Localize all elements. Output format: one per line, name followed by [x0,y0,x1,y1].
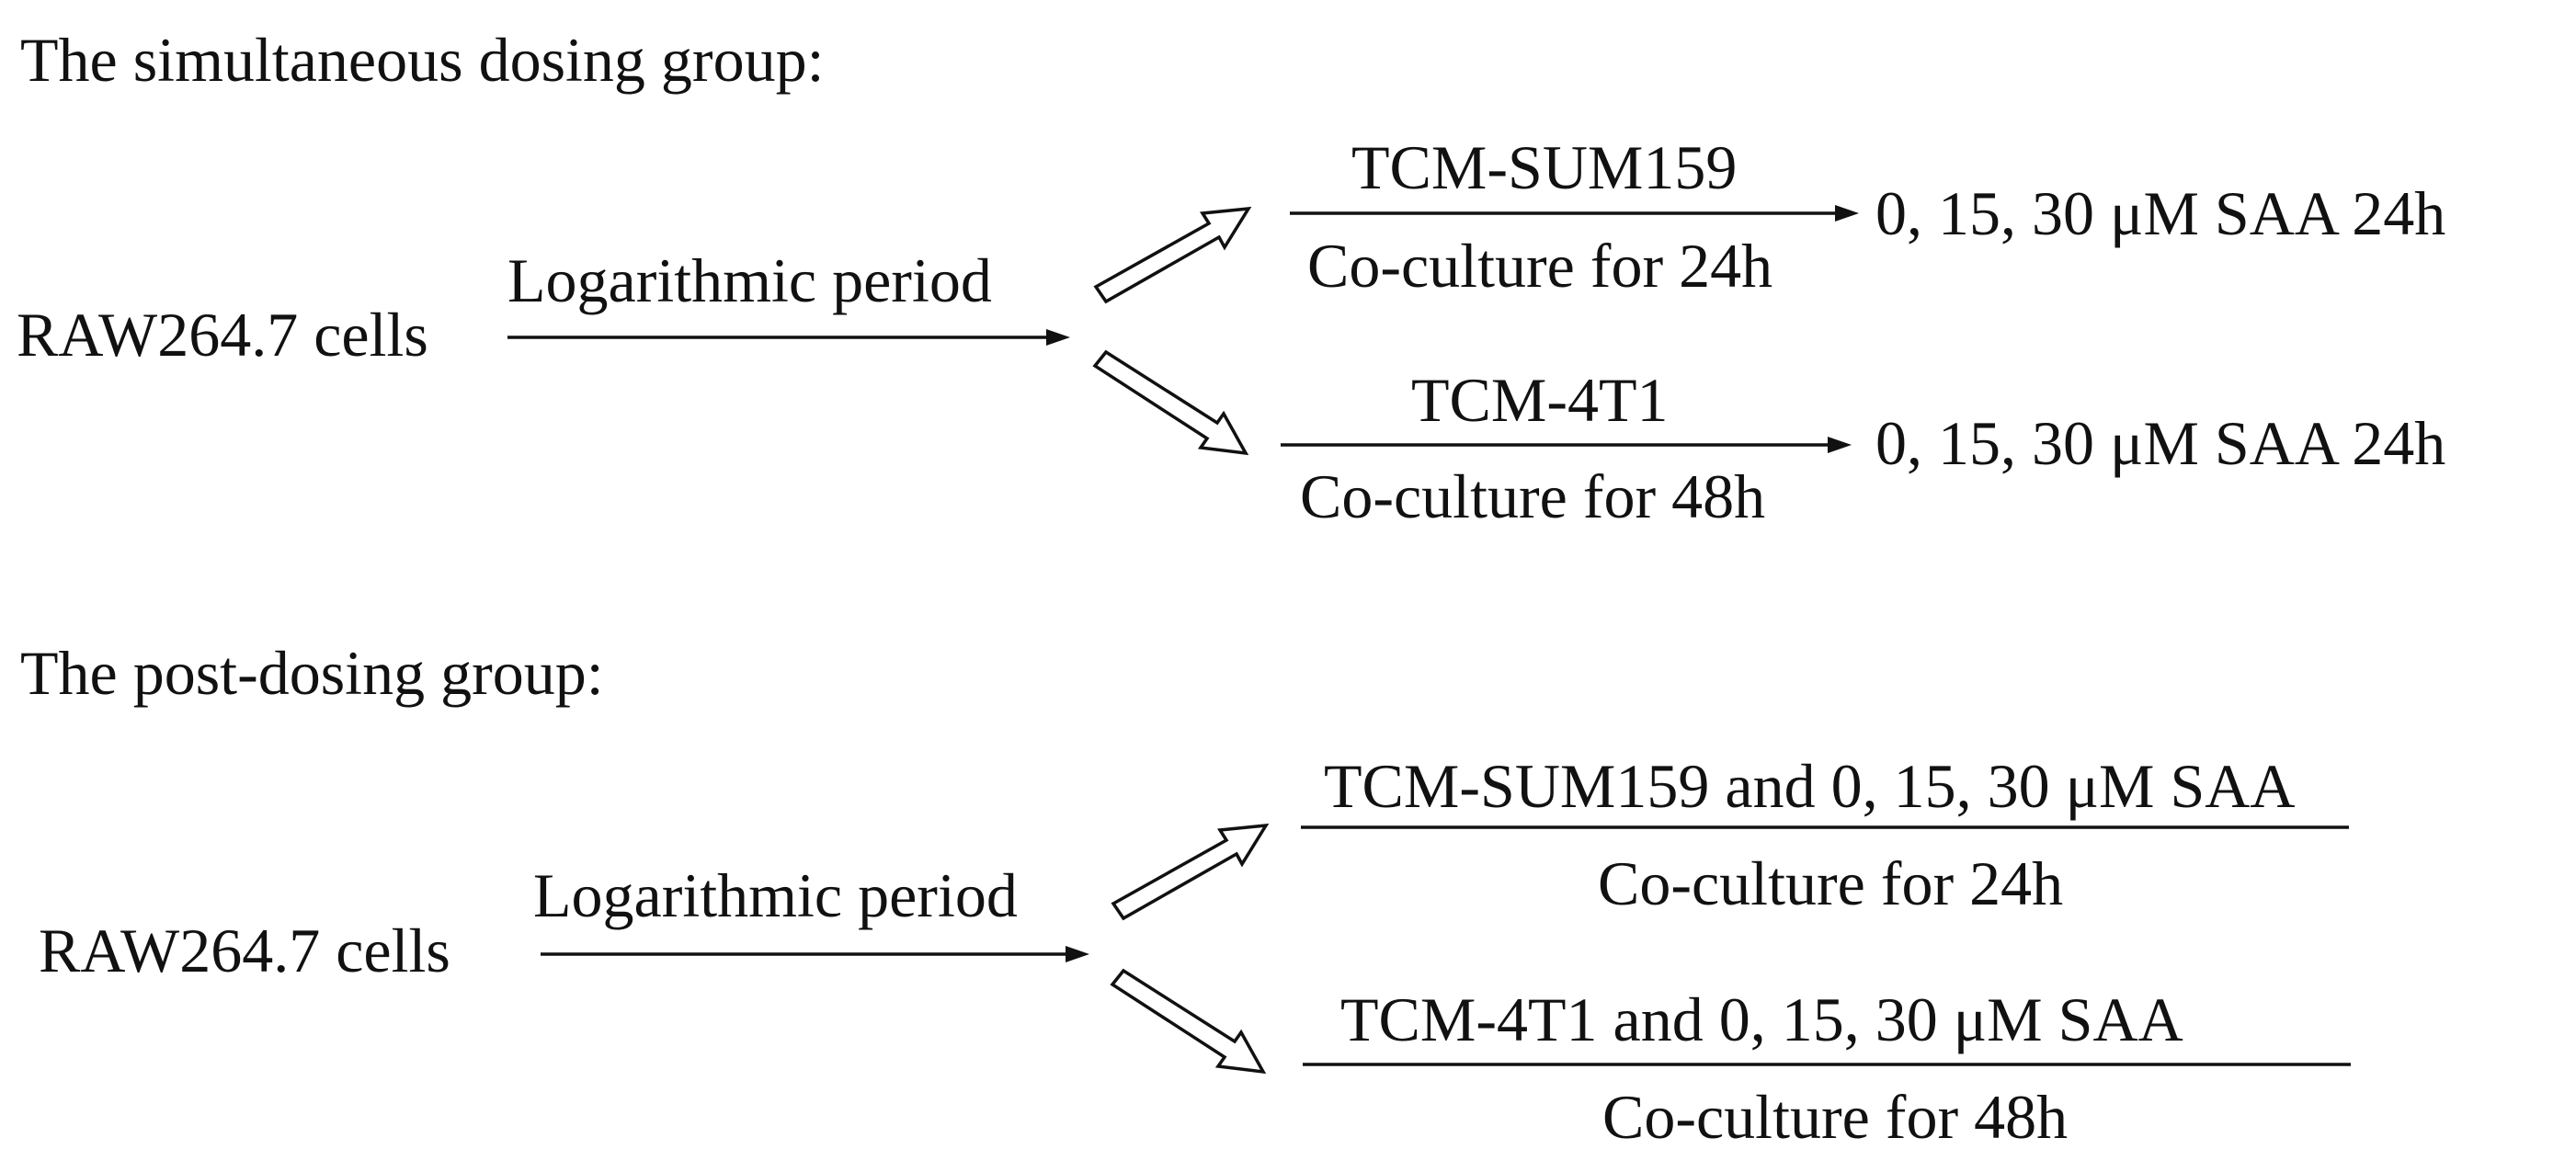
simultaneous-lower-result: 0, 15, 30 μM SAA 24h [1875,408,2445,478]
simultaneous-lower-arrow [1281,437,1852,453]
post-lower-bottom-label: Co-culture for 48h [1602,1082,2068,1152]
simultaneous-title: The simultaneous dosing group: [20,25,824,95]
post-upper-top-label: TCM-SUM159 and 0, 15, 30 μM SAA [1324,751,2296,821]
post-phase-label: Logarithmic period [533,860,1018,930]
simultaneous-group: The simultaneous dosing group: RAW264.7 … [17,25,2445,531]
post-cells-label: RAW264.7 cells [39,916,450,985]
post-group: The post-dosing group: RAW264.7 cells Lo… [20,638,2351,1152]
simultaneous-upper-result: 0, 15, 30 μM SAA 24h [1875,178,2445,248]
post-upper-bottom-label: Co-culture for 24h [1598,848,2063,918]
simultaneous-cells-label: RAW264.7 cells [17,300,428,370]
post-main-arrow [541,946,1089,962]
simultaneous-lower-bottom-label: Co-culture for 48h [1300,461,1765,531]
post-lower-top-label: TCM-4T1 and 0, 15, 30 μM SAA [1340,984,2183,1054]
simultaneous-upper-top-label: TCM-SUM159 [1351,132,1737,202]
post-lower-branch-arrow [1110,968,1267,1075]
simultaneous-upper-branch-arrow [1093,206,1252,304]
simultaneous-lower-top-label: TCM-4T1 [1411,365,1669,435]
simultaneous-lower-branch-arrow [1092,349,1249,456]
simultaneous-upper-bottom-label: Co-culture for 24h [1307,231,1772,301]
post-upper-branch-arrow [1111,823,1270,921]
simultaneous-upper-arrow [1290,205,1859,222]
post-title: The post-dosing group: [20,638,604,708]
simultaneous-main-arrow [507,329,1070,346]
simultaneous-phase-label: Logarithmic period [507,245,992,315]
